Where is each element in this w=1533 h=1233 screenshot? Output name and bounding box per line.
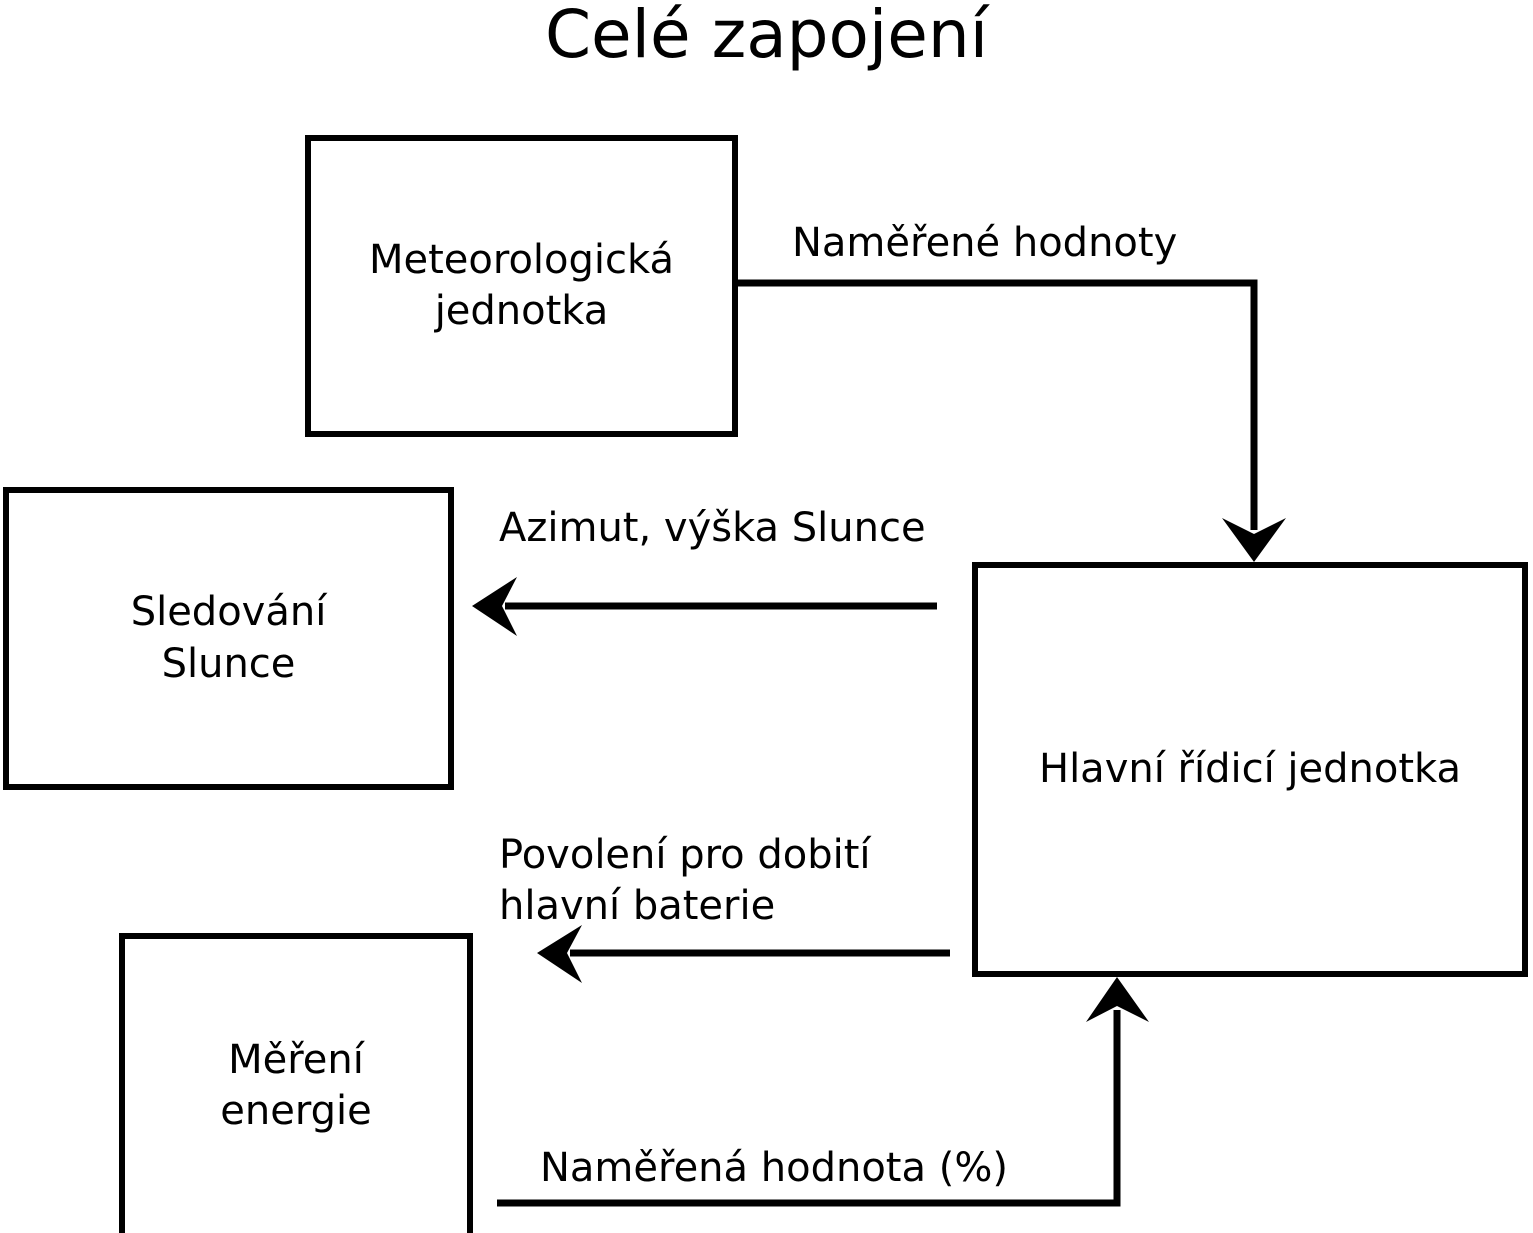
node-hlavni-ridici-jednotka[interactable]: Hlavní řídicí jednotka (972, 562, 1528, 977)
connector-main-to-energy (537, 925, 950, 983)
node-label: Meteorologická jednotka (369, 236, 674, 334)
edge-label-azimut-vyska-slunce: Azimut, výška Slunce (499, 505, 926, 551)
page-title: Celé zapojení (544, 0, 989, 73)
node-mereni-energie[interactable]: Měření energie (119, 933, 473, 1233)
connector-main-to-sun (472, 577, 937, 636)
node-label: Hlavní řídicí jednotka (1038, 745, 1462, 792)
connector-energy-to-main (497, 977, 1149, 1207)
node-sledovani-slunce[interactable]: Sledování Slunce (3, 487, 454, 790)
node-meteorologicka-jednotka[interactable]: Meteorologická jednotka (305, 135, 738, 437)
edge-label-namerena-hodnota-procenta: Naměřená hodnota (%) (540, 1145, 1008, 1191)
edge-label-namerene-hodnoty: Naměřené hodnoty (792, 220, 1178, 266)
connector-meteo-to-main (735, 279, 1286, 562)
node-label: Měření energie (220, 1036, 372, 1134)
edge-label-povoleni-pro-dobiti-hlavni-baterie: Povolení pro dobití hlavní baterie (499, 832, 871, 930)
node-label: Sledování Slunce (130, 589, 327, 687)
